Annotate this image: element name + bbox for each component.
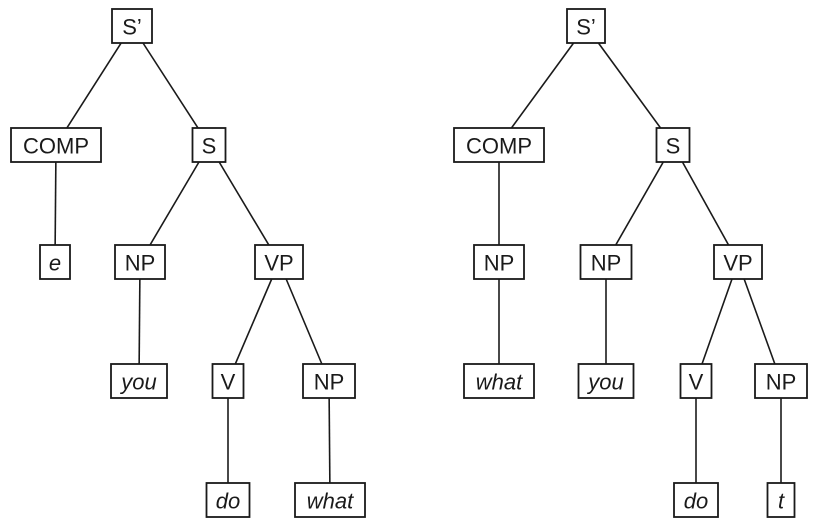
tree-node-box-nps — [579, 244, 633, 280]
tree-node-label-comp: COMP — [23, 134, 89, 159]
tree-node-label-sbar: S’ — [122, 15, 142, 40]
tree-node-box-what — [463, 363, 535, 399]
tree-node-label-you: you — [119, 370, 156, 395]
tree-edge-comp-e — [54, 144, 57, 263]
tree-node-label-sbar: S’ — [576, 15, 596, 40]
tree-node-box-vp — [254, 244, 304, 280]
tree-node-box-you — [577, 363, 635, 399]
tree-node-box-do — [673, 482, 719, 518]
tree-edge-sbar-s — [585, 25, 674, 146]
tree-edge-s-np1 — [139, 144, 210, 263]
tree-node-label-s: S — [202, 134, 217, 159]
tree-node-box-do — [205, 482, 251, 518]
tree-edge-sbar-s — [131, 25, 210, 146]
tree-node-box-comp — [10, 127, 102, 163]
tree-node-box-s — [191, 127, 227, 163]
tree-node-box-you — [110, 363, 168, 399]
tree-node-box-comp — [453, 127, 545, 163]
tree-node-label-s: S — [666, 134, 681, 159]
tree-edge-s-nps — [605, 144, 674, 263]
tree-edge-s-vp — [672, 144, 739, 263]
tree-edge-vp-v — [227, 261, 280, 382]
tree-node-label-e: e — [49, 251, 61, 276]
tree-edge-np1-you — [138, 261, 141, 382]
tree-node-box-what — [294, 482, 366, 518]
tree-node-label-do: do — [216, 489, 240, 514]
tree-node-label-v: V — [689, 370, 704, 395]
tree-node-box-e — [39, 244, 71, 280]
tree-node-box-vp — [713, 244, 763, 280]
tree-node-label-what: what — [476, 370, 523, 395]
tree-node-label-npo: NP — [766, 370, 797, 395]
tree-node-box-t — [766, 482, 796, 518]
tree-edge-vp-np2 — [278, 261, 330, 382]
tree-node-label-v: V — [221, 370, 236, 395]
tree-node-label-vp: VP — [264, 251, 293, 276]
tree-node-box-sbar — [566, 8, 606, 44]
tree-node-label-np2: NP — [314, 370, 345, 395]
tree-node-box-npo — [754, 363, 808, 399]
tree-node-box-v — [211, 363, 245, 399]
tree-edge-sbar-comp — [55, 25, 133, 146]
tree-node-label-you: you — [586, 370, 623, 395]
tree-edge-vp-npo — [737, 261, 782, 382]
tree-edge-s-vp — [208, 144, 280, 263]
tree-node-box-np2 — [302, 363, 356, 399]
tree-edge-vp-v — [695, 261, 739, 382]
tree-node-label-what: what — [307, 489, 354, 514]
tree-node-box-v — [679, 363, 713, 399]
right-tree: S’ COMP S NP NP VP what you V NP do t — [453, 8, 808, 518]
tree-edge-sbar-comp — [498, 25, 587, 146]
tree-node-label-nps: NP — [591, 251, 622, 276]
tree-node-box-s — [655, 127, 691, 163]
tree-node-label-comp: COMP — [466, 134, 532, 159]
tree-node-box-np1 — [114, 244, 166, 280]
tree-node-label-npc: NP — [484, 251, 515, 276]
tree-node-box-npc — [473, 244, 525, 280]
tree-node-label-do: do — [684, 489, 708, 514]
tree-node-label-t: t — [778, 489, 785, 514]
tree-node-label-vp: VP — [723, 251, 752, 276]
tree-edge-np2-what — [328, 380, 331, 501]
tree-node-label-np1: NP — [125, 251, 156, 276]
tree-node-box-sbar — [111, 8, 153, 44]
